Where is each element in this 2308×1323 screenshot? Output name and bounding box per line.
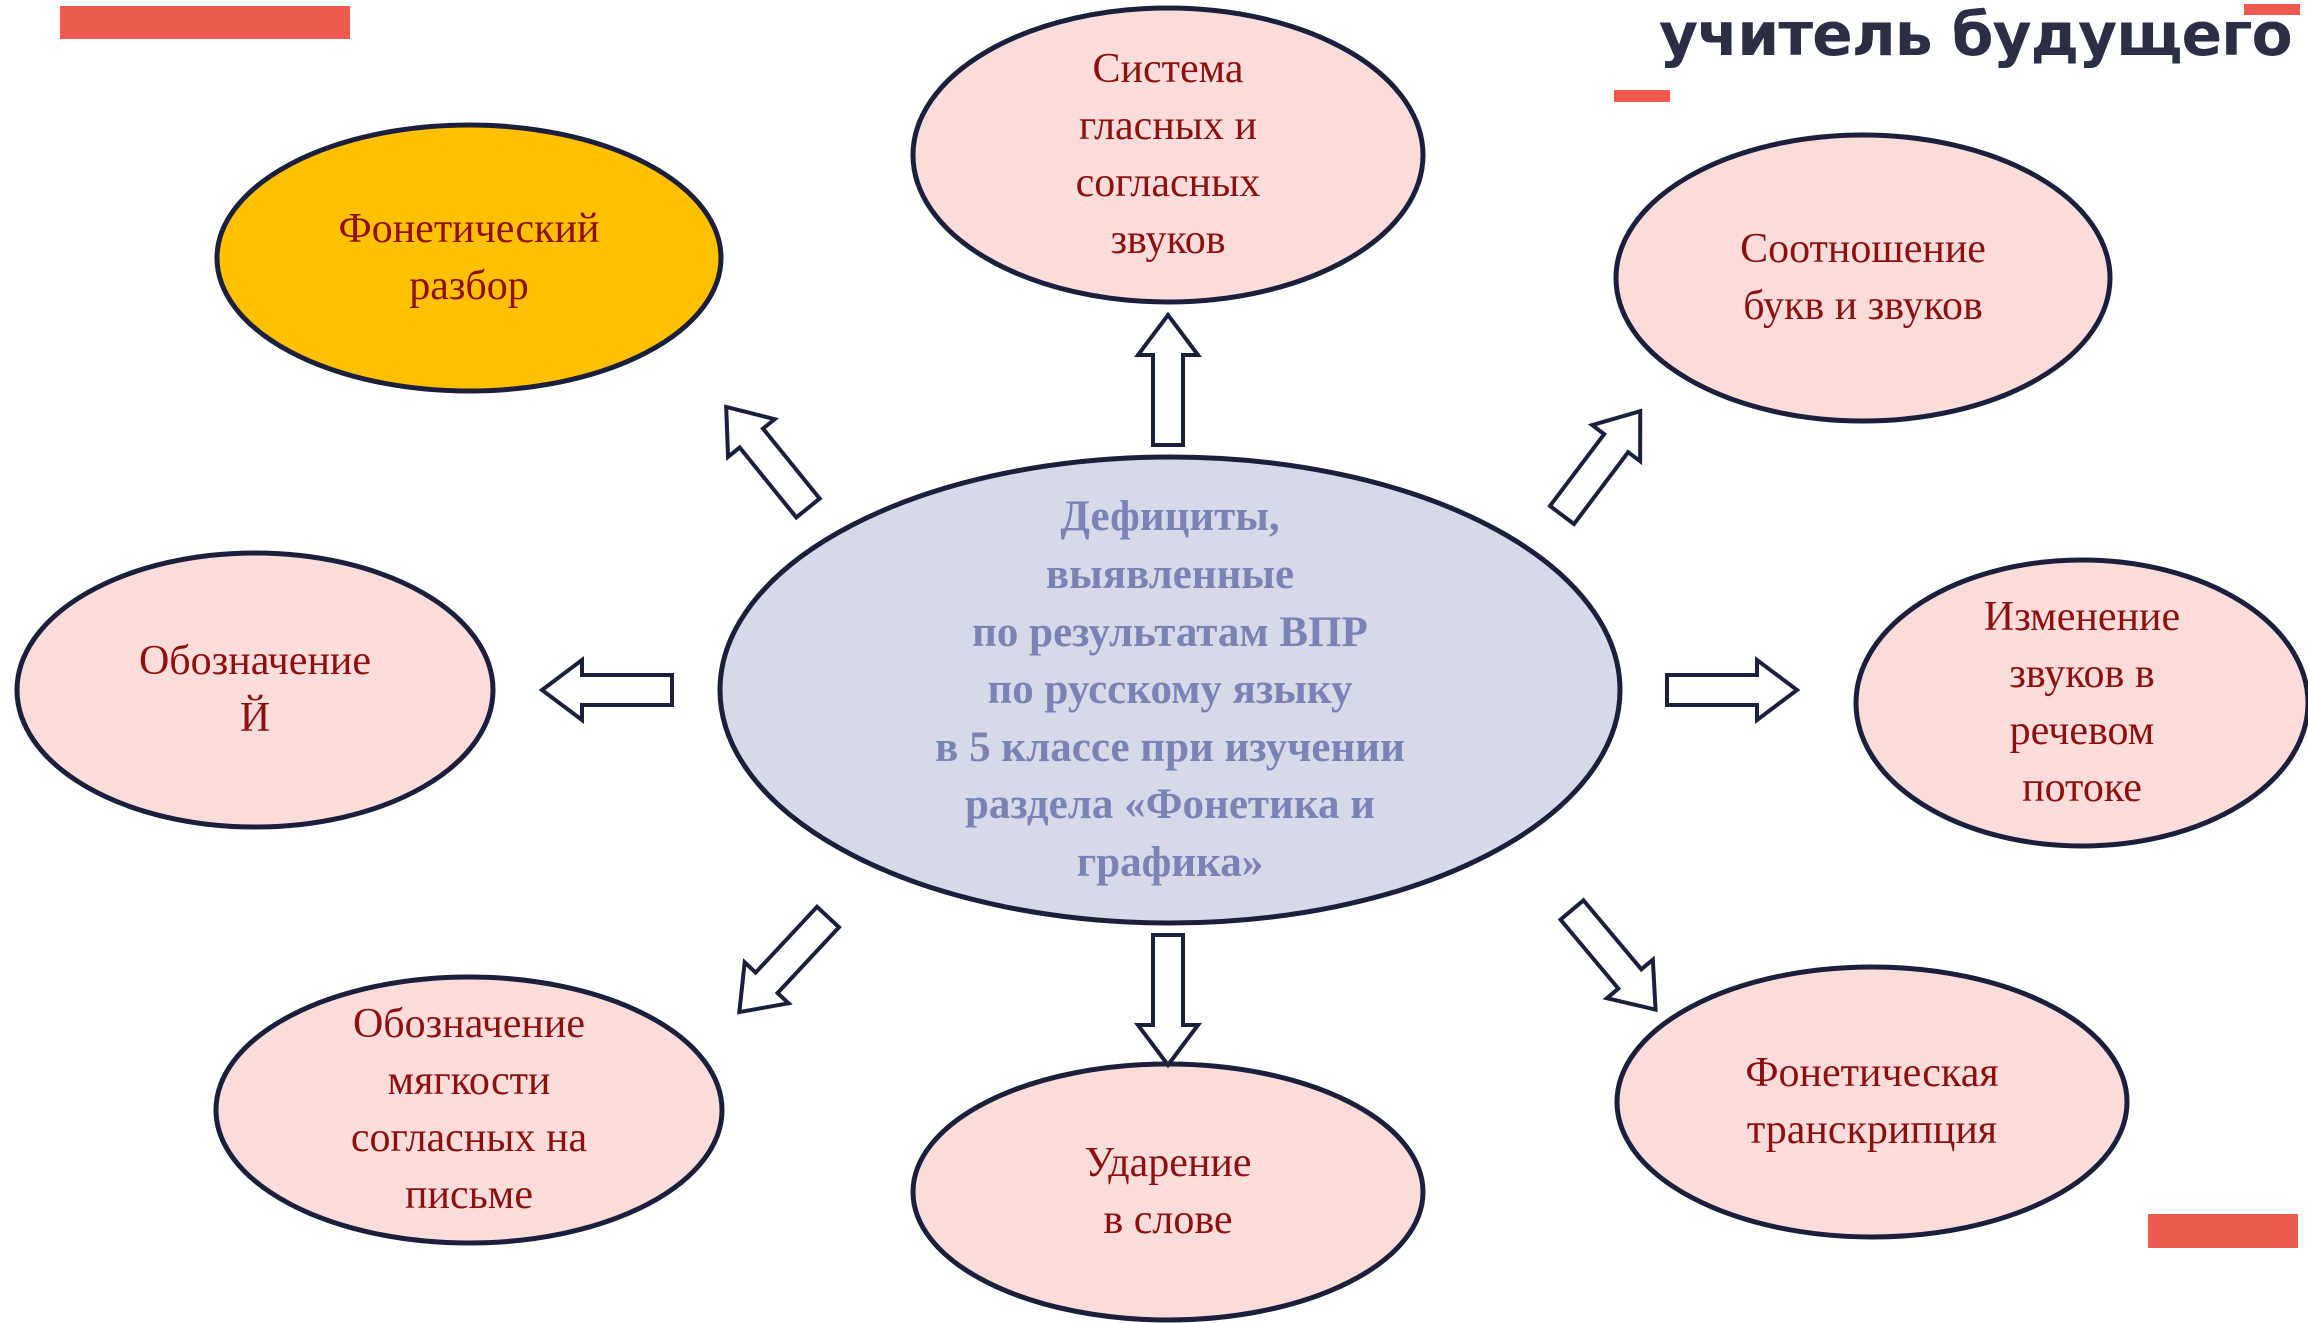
node-stress: Ударение в слове (913, 1064, 1423, 1320)
center-node: Дефициты, выявленные по результатам ВПР … (720, 457, 1620, 923)
node-shape-vowels-consonants (910, 5, 1426, 305)
node-label: Ударение в слове (1084, 1139, 1252, 1243)
logo-corner-bar (2244, 4, 2300, 15)
arrow-right (1665, 656, 1801, 724)
node-vowels-consonants: Система гласных и согласных звуков (913, 8, 1423, 302)
arrow-up (1134, 311, 1202, 447)
logo-underline-bar (1614, 90, 1670, 102)
node-softness: Обозначение мягкости согласных на письме (216, 977, 722, 1243)
node-shape-phonetic-analysis (214, 122, 724, 394)
node-shape-transcription (1614, 964, 2130, 1240)
node-shape-letters-sounds (1613, 132, 2113, 424)
center-label: Дефициты, выявленные по результатам ВПР … (935, 493, 1405, 887)
node-label: Обозначение Й (138, 637, 372, 741)
arrow-left (538, 656, 674, 724)
bottom-right-accent-bar (2148, 1214, 2298, 1248)
node-phonetic-analysis: Фонетический разбор (217, 125, 721, 391)
node-shape-letter-y (14, 550, 496, 830)
node-letter-y: Обозначение Й (17, 553, 493, 827)
node-label: Фонетический разбор (338, 205, 600, 309)
node-label: Изменение звуков в речевом потоке (1983, 593, 2181, 812)
node-label: Фонетическая транскрипция (1745, 1049, 1999, 1153)
arrow-up-right (1547, 408, 1643, 527)
top-left-accent-bar (60, 6, 350, 39)
node-shape-sound-changes (1853, 557, 2308, 849)
arrow-down (1134, 933, 1202, 1069)
node-sound-changes: Изменение звуков в речевом потоке (1856, 560, 2308, 846)
node-label: Система гласных и согласных звуков (1075, 45, 1261, 264)
logo-text: учитель будущего (1659, 0, 2293, 70)
brand-logo: учитель будущего (1655, 0, 2295, 110)
node-label: Соотношение букв и звуков (1740, 225, 1986, 329)
arrow-up-left (724, 404, 823, 521)
node-shape-softness (213, 974, 725, 1246)
center-shape (717, 454, 1623, 926)
arrow-down-left (737, 903, 842, 1015)
node-label: Обозначение мягкости согласных на письме (350, 1000, 588, 1219)
arrow-down-right (1557, 897, 1658, 1013)
node-transcription: Фонетическая транскрипция (1617, 967, 2127, 1237)
node-letters-sounds: Соотношение букв и звуков (1616, 135, 2110, 421)
